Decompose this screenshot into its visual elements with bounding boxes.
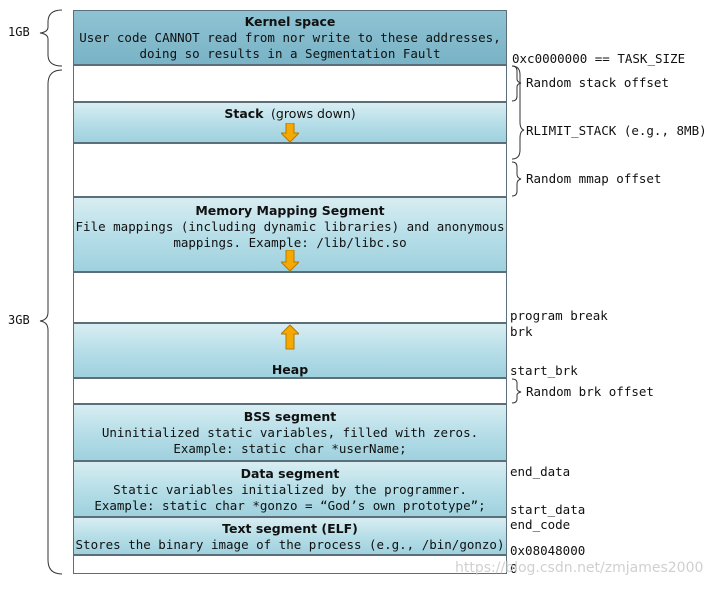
size-braces bbox=[39, 9, 63, 575]
brace-random-stack bbox=[511, 65, 522, 102]
random-mmap-offset-label: Random mmap offset bbox=[526, 171, 662, 186]
kernel-space-segment: Kernel space User code CANNOT read from … bbox=[73, 10, 507, 65]
brace-random-brk bbox=[511, 378, 522, 404]
kernel-space-line1: User code CANNOT read from nor write to … bbox=[79, 30, 501, 45]
end-code-label: end_code bbox=[510, 517, 571, 532]
data-line1: Static variables initialized by the prog… bbox=[113, 482, 467, 497]
text-start-address-label: 0x08048000 bbox=[510, 543, 586, 558]
data-title: Data segment bbox=[240, 466, 340, 481]
random-stack-gap bbox=[73, 65, 507, 102]
watermark: https://blog.csdn.net/zmjames2000 bbox=[455, 560, 704, 576]
kernel-space-line2: doing so results in a Segmentation Fault bbox=[139, 46, 441, 61]
data-line2: Example: static char *gonzo = “God’s own… bbox=[94, 498, 486, 513]
heap-title: Heap bbox=[271, 362, 309, 377]
start-brk-label: start_brk bbox=[510, 363, 578, 378]
brace-random-mmap bbox=[511, 161, 522, 197]
rlimit-stack-label: RLIMIT_STACK (e.g., 8MB) bbox=[526, 123, 707, 138]
mmap-title: Memory Mapping Segment bbox=[195, 203, 385, 218]
brace-1gb bbox=[39, 9, 63, 67]
text-segment: Text segment (ELF) Stores the binary ima… bbox=[73, 517, 507, 555]
text-line1: Stores the binary image of the process (… bbox=[75, 537, 505, 552]
text-title: Text segment (ELF) bbox=[222, 521, 358, 536]
heap-up-arrow bbox=[281, 324, 299, 350]
bss-title: BSS segment bbox=[243, 409, 337, 424]
memory-mapping-segment: Memory Mapping Segment File mappings (in… bbox=[73, 197, 507, 272]
data-segment: Data segment Static variables initialize… bbox=[73, 461, 507, 517]
random-brk-offset-label: Random brk offset bbox=[526, 384, 654, 399]
size-label-1gb: 1GB bbox=[8, 25, 30, 39]
random-stack-offset-label: Random stack offset bbox=[526, 75, 669, 90]
bss-line1: Uninitialized static variables, filled w… bbox=[101, 425, 479, 440]
bss-segment: BSS segment Uninitialized static variabl… bbox=[73, 404, 507, 461]
end-data-label: end_data bbox=[510, 464, 571, 479]
unallocated-gap bbox=[73, 272, 507, 323]
task-size-label: 0xc0000000 == TASK_SIZE bbox=[512, 51, 686, 66]
program-break-label: program break bbox=[510, 308, 608, 323]
mmap-line1: File mappings (including dynamic librari… bbox=[75, 219, 505, 234]
bottom-gap bbox=[73, 555, 507, 574]
size-label-3gb: 3GB bbox=[8, 313, 30, 327]
brace-3gb bbox=[39, 69, 63, 575]
stack-title: Stack bbox=[224, 106, 264, 121]
zero-address-label: 0 bbox=[510, 561, 518, 576]
stack-suffix: (grows down) bbox=[271, 106, 356, 121]
bss-line2: Example: static char *userName; bbox=[173, 441, 407, 456]
brk-label: brk bbox=[510, 324, 533, 339]
mmap-down-arrow bbox=[281, 250, 299, 272]
random-brk-gap bbox=[73, 378, 507, 404]
brace-rlimit-stack bbox=[511, 65, 525, 160]
mmap-line2: mappings. Example: /lib/libc.so bbox=[173, 235, 407, 250]
stack-down-arrow bbox=[281, 123, 299, 143]
right-braces bbox=[511, 65, 525, 404]
kernel-space-title: Kernel space bbox=[244, 14, 336, 29]
random-mmap-gap bbox=[73, 143, 507, 197]
start-data-label: start_data bbox=[510, 502, 586, 517]
